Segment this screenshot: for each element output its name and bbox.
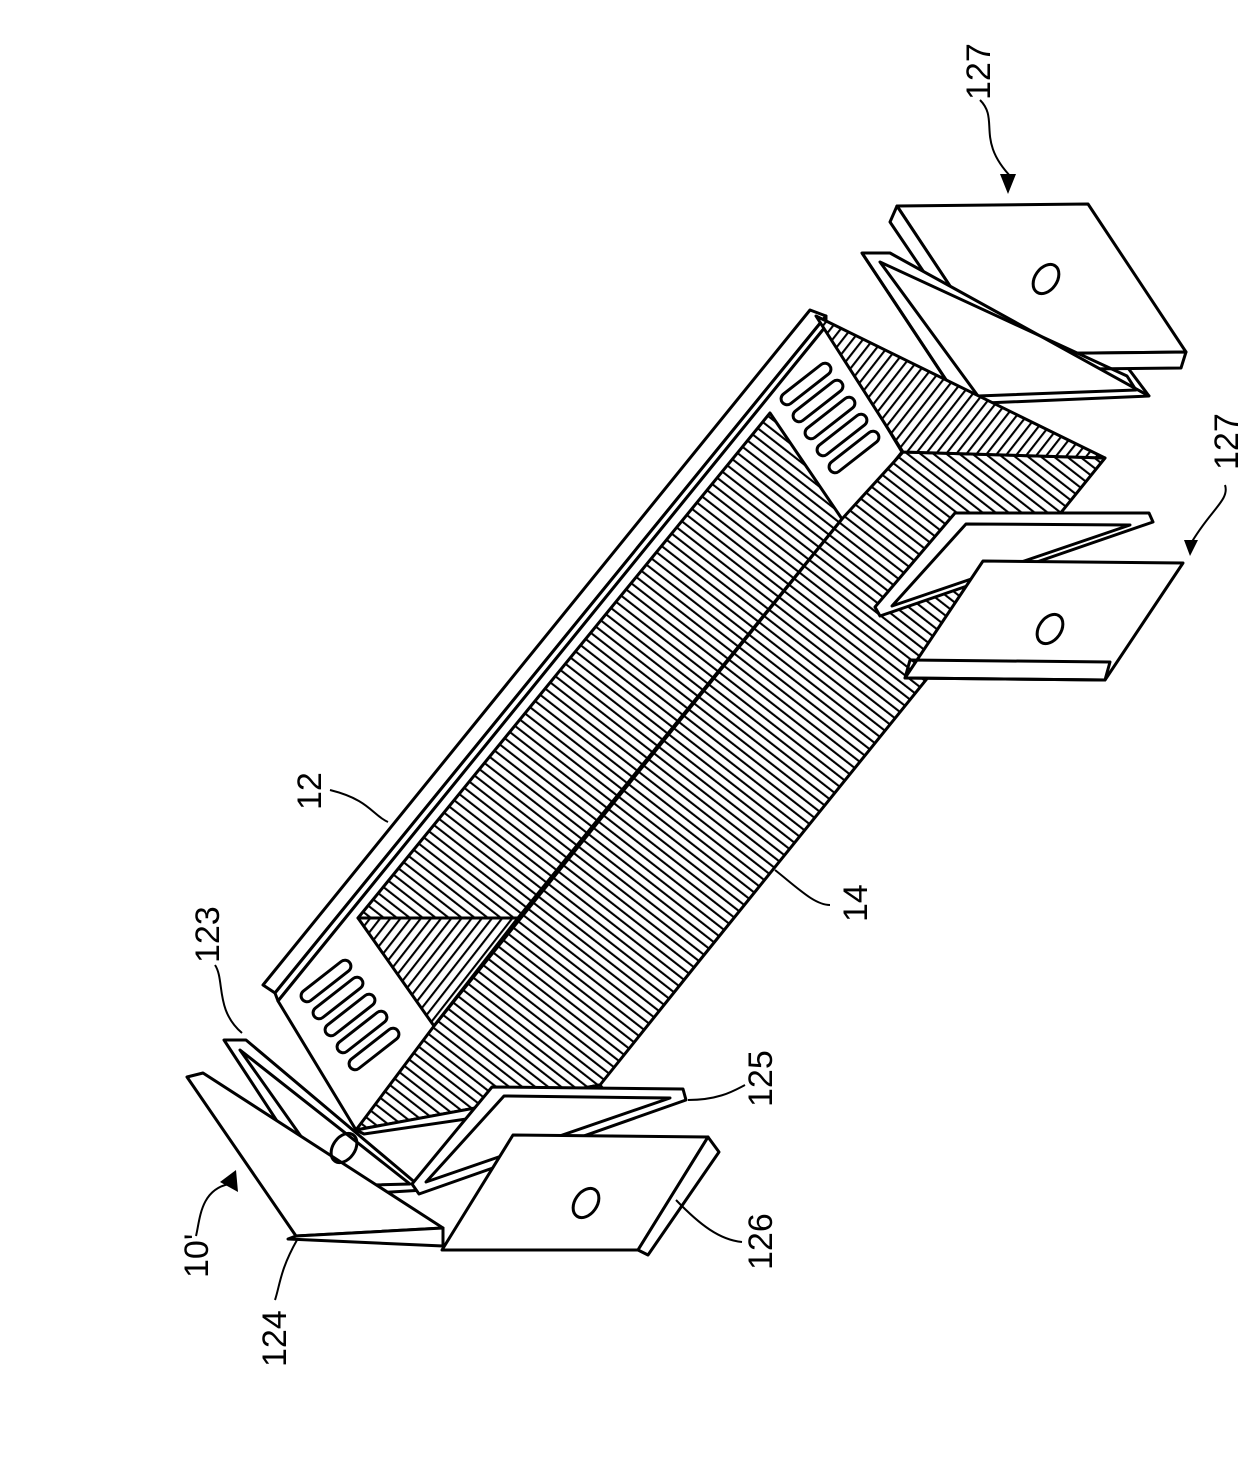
ref-label-12: 12: [291, 772, 329, 810]
leader-lines: [195, 99, 1227, 1301]
arrowhead-10: [220, 1170, 238, 1192]
ref-label-124: 124: [256, 1310, 294, 1367]
reference-numerals: 127 127 12 14 123 125 126 10' 124: [178, 43, 1246, 1367]
ref-label-123: 123: [189, 906, 227, 963]
ref-label-127-right: 127: [1208, 413, 1246, 470]
ref-label-126: 126: [742, 1213, 780, 1270]
ref-label-127-top: 127: [960, 43, 998, 100]
arrowhead-127-top: [1000, 174, 1016, 194]
cell-stack-body: [261, 308, 1107, 1136]
manifold-slots-left: [299, 958, 401, 1072]
arrowhead-127-right: [1184, 540, 1198, 556]
ref-label-14: 14: [837, 884, 875, 922]
ref-label-10: 10': [178, 1234, 216, 1278]
end-cover-plate-lower-right: [903, 559, 1185, 682]
leader-arrowheads: [220, 174, 1198, 1192]
ref-label-125: 125: [742, 1050, 780, 1107]
manifold-slots-right: [779, 361, 881, 475]
cover-plate-126: [440, 1133, 721, 1257]
end-plate-124: [185, 1071, 445, 1248]
